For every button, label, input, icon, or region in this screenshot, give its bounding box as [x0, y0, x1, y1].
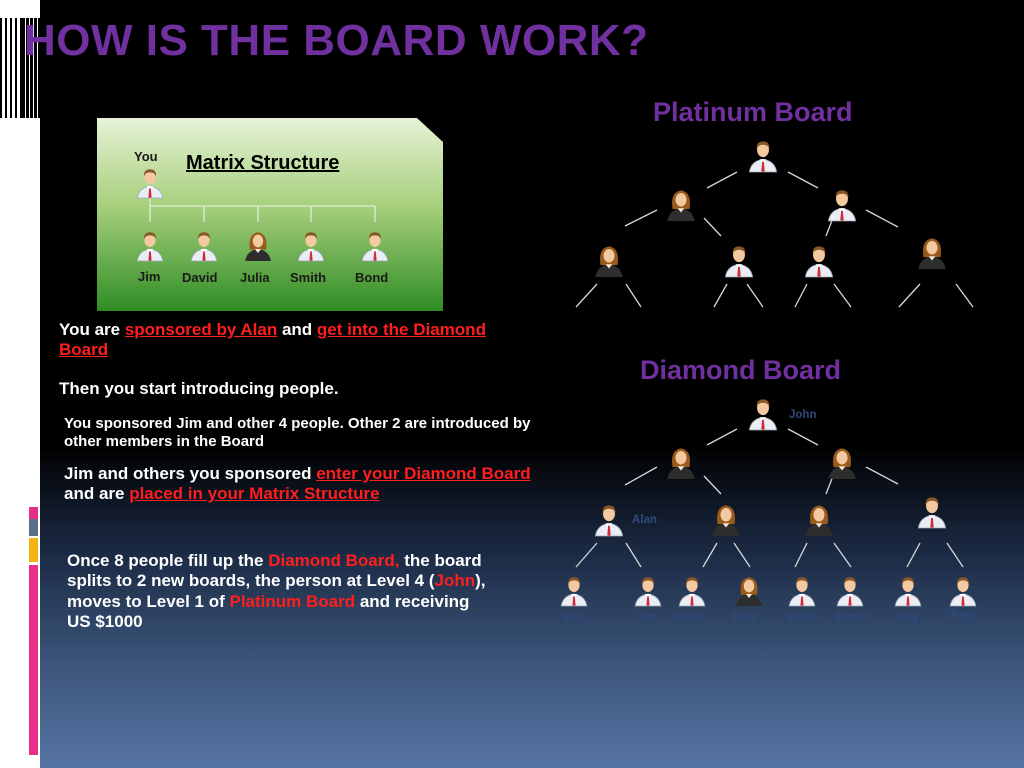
accent-bar-pink: [29, 507, 38, 519]
diamond-bottom-label: Smith: [786, 612, 818, 624]
diamond-top-label: John: [789, 409, 817, 421]
matrix-member-label: Bond: [355, 270, 389, 285]
diamond-bottom-label: Kay: [897, 612, 919, 624]
matrix-member-label: David: [182, 270, 218, 285]
accent-bar-pink-long: [29, 565, 38, 755]
diamond-bottom-label: Ben: [951, 610, 973, 622]
barcode-decor-dense: [22, 18, 40, 118]
placement-paragraph: Jim and others you sponsored enter your …: [64, 464, 531, 504]
platinum-board-title: Platinum Board: [653, 97, 853, 127]
diamond-bottom-label: You: [562, 612, 583, 624]
diamond-board-title: Diamond Board: [640, 355, 842, 385]
matrix-title: Matrix Structure: [186, 152, 340, 174]
sponsored-count-paragraph: You sponsored Jim and other 4 people. Ot…: [64, 415, 531, 450]
sponsor-paragraph: You are sponsored by Alan and get into t…: [59, 320, 486, 360]
matrix-member-label: Julia: [240, 270, 270, 285]
diamond-left-label: Alan: [632, 514, 657, 526]
accent-bar-gray: [29, 519, 38, 536]
matrix-you-label: You: [134, 149, 158, 164]
matrix-structure-box: [97, 118, 443, 311]
diamond-bottom-label: Jim: [636, 612, 656, 624]
introducing-paragraph: Then you start introducing people.: [59, 379, 339, 398]
slide-title: HOW IS THE BOARD WORK?: [24, 16, 649, 65]
diamond-bottom-label: Bond: [836, 612, 866, 624]
diamond-bottom-label: Julia: [731, 612, 758, 624]
split-paragraph: Once 8 people fill up the Diamond Board,…: [67, 551, 486, 632]
matrix-member-label: Smith: [290, 270, 327, 285]
accent-bar-yellow: [29, 538, 38, 562]
matrix-member-label: Jim: [138, 269, 161, 284]
diamond-bottom-label: David: [673, 612, 705, 624]
